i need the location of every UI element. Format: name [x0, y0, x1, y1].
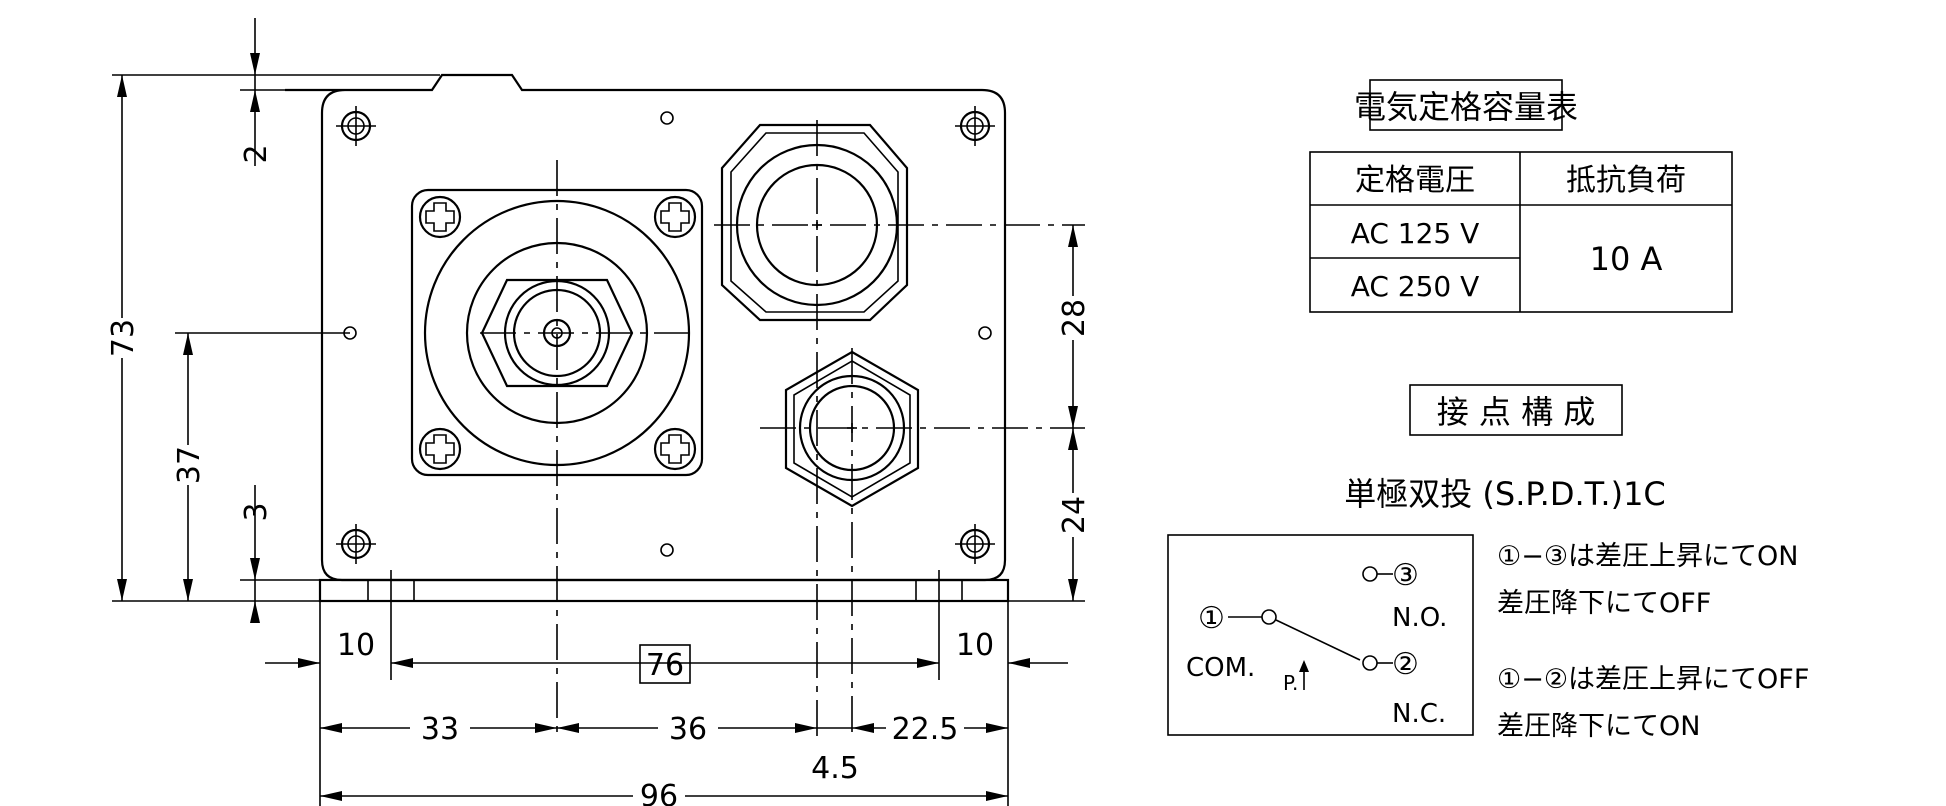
dim-2: 2 [239, 144, 274, 163]
dim-10-right: 10 [956, 628, 994, 663]
dim-24: 24 [1057, 496, 1092, 534]
dim-10-left: 10 [337, 628, 375, 663]
header-voltage: 定格電圧 [1355, 163, 1475, 198]
dim-96: 96 [640, 779, 678, 806]
cable-gland-upper [720, 123, 909, 322]
pressure-label: P. [1283, 671, 1298, 695]
dim-76-box [639, 644, 691, 684]
small-hole-icon [343, 111, 992, 557]
pressure-arrow-icon [1299, 660, 1309, 672]
terminal-2: ② [1392, 647, 1419, 682]
body-outline [285, 73, 1010, 603]
contact-type: 単極双投 (S.P.D.T.)1C [1344, 475, 1666, 513]
header-load: 抵抗負荷 [1566, 163, 1686, 198]
rated-current: 10 A [1590, 240, 1663, 278]
note2-line1: ①−②は差圧上昇にてOFF [1497, 664, 1809, 695]
center-lines [480, 120, 1085, 740]
note1-line2: 差圧降下にてOFF [1497, 588, 1711, 619]
dim-73: 73 [106, 319, 141, 357]
contact-title: 接 点 構 成 [1437, 393, 1596, 431]
com-label: COM. [1186, 653, 1255, 683]
dim-4-5: 4.5 [811, 751, 859, 786]
terminal-1: ① [1198, 601, 1225, 636]
contact-config: 接 点 構 成 単極双投 (S.P.D.T.)1C ③ N.O. ① COM. … [1167, 384, 1809, 742]
row2-voltage: AC 250 V [1351, 270, 1480, 303]
dim-36: 36 [669, 712, 707, 747]
dim-76: 76 [646, 648, 684, 683]
row1-voltage: AC 125 V [1351, 217, 1480, 250]
dim-22-5: 22.5 [892, 712, 959, 747]
dim-3: 3 [239, 502, 274, 521]
label-backgrounds [104, 296, 1091, 806]
no-label: N.O. [1392, 603, 1447, 633]
note1-line1: ①−③は差圧上昇にてON [1497, 541, 1798, 572]
nc-label: N.C. [1392, 699, 1446, 729]
dim-28: 28 [1057, 299, 1092, 337]
rating-table-title: 電気定格容量表 [1354, 88, 1578, 126]
rating-table: 電気定格容量表 定格電圧 抵抗負荷 AC 125 V AC 250 V 10 A [1309, 79, 1733, 313]
terminal-3: ③ [1392, 558, 1419, 593]
phillips-screw-icon [418, 195, 697, 471]
switch-diagram [1167, 534, 1474, 736]
dim-33: 33 [421, 712, 459, 747]
note2-line2: 差圧降下にてON [1497, 711, 1700, 742]
mounting-screw-icon [336, 106, 995, 564]
dimension-labels: 73 37 2 3 28 24 10 10 76 33 36 22.5 4.5 … [106, 144, 1092, 806]
dim-37: 37 [172, 446, 207, 484]
